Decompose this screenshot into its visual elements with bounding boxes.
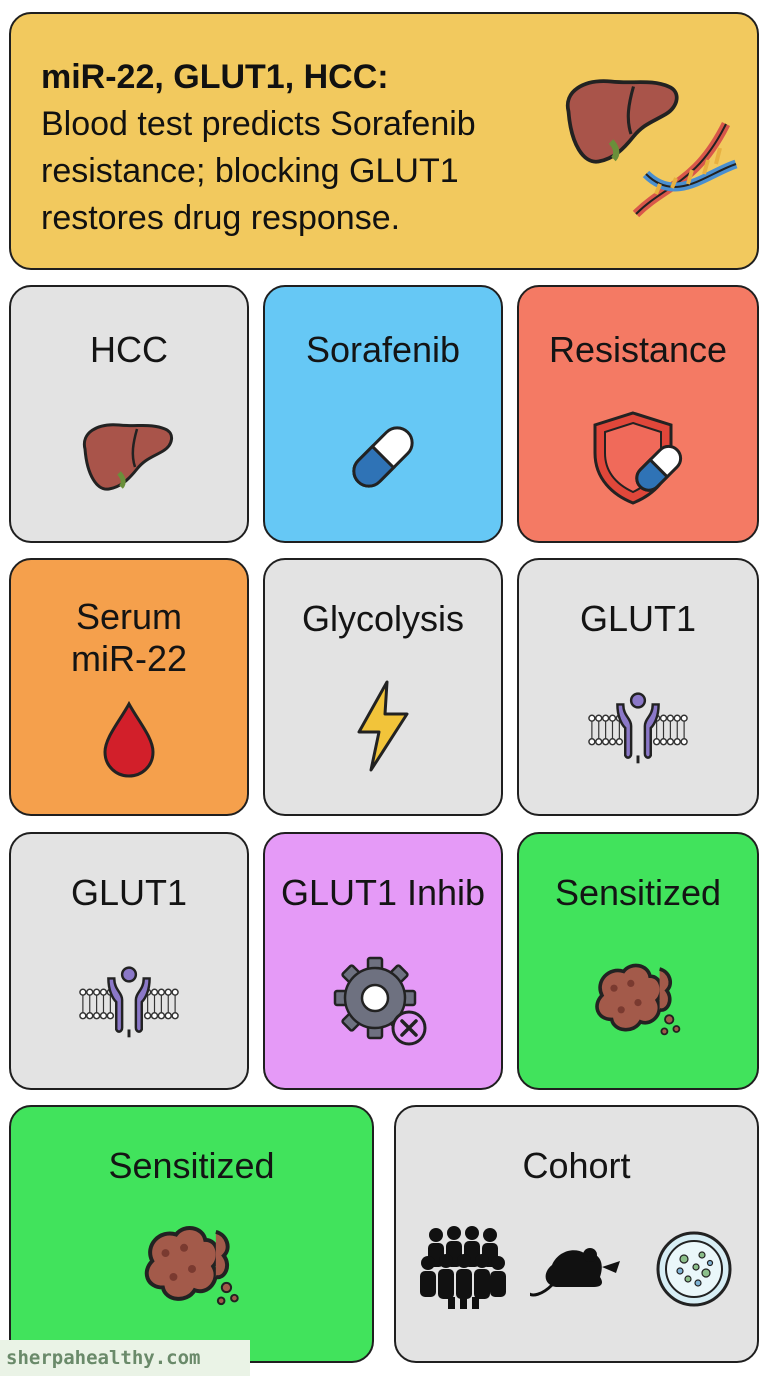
tile-label: GLUT1 Inhib: [280, 872, 486, 913]
blood-drop-icon: [103, 700, 155, 778]
tile-label-line-2: miR-22: [70, 638, 187, 679]
header-line-2: resistance; blocking GLUT1: [41, 152, 459, 190]
header-title: miR-22, GLUT1, HCC:: [41, 58, 389, 96]
crumbling-tumor-icon: [144, 1225, 240, 1307]
gear-block-icon: [333, 956, 427, 1046]
tile-hcc: HCC: [9, 285, 249, 543]
liver-icon: [79, 417, 179, 497]
tile-glut1-b: GLUT1: [9, 832, 249, 1090]
tile-label-line-1: Serum: [75, 596, 183, 637]
people-group-icon: [420, 1226, 506, 1309]
header-line-3: restores drug response.: [41, 199, 401, 237]
tile-resistance: Resistance: [517, 285, 759, 543]
tile-label: GLUT1: [579, 598, 697, 639]
tile-label: Sensitized: [554, 872, 722, 913]
tile-label: HCC: [90, 329, 168, 370]
header-card: miR-22, GLUT1, HCC: Blood test predicts …: [9, 12, 759, 270]
mouse-icon: [530, 1248, 620, 1297]
tile-sensitized-a: Sensitized: [517, 832, 759, 1090]
tile-sensitized-b: Sensitized: [9, 1105, 374, 1363]
liver-dna-icon: [556, 64, 738, 218]
tile-label: Resistance: [548, 329, 728, 370]
tile-label: Cohort: [522, 1145, 631, 1186]
shield-pill-icon: [593, 411, 683, 505]
tile-label: Sensitized: [108, 1145, 275, 1186]
membrane-transporter-icon: [587, 692, 689, 765]
header-text: miR-22, GLUT1, HCC: Blood test predicts …: [41, 54, 561, 242]
tile-label: GLUT1: [70, 872, 188, 913]
watermark: sherpahealthy.com: [0, 1340, 250, 1376]
tile-cohort: Cohort: [394, 1105, 759, 1363]
header-line-1: Blood test predicts Sorafenib: [41, 105, 476, 143]
tile-glycolysis: Glycolysis: [263, 558, 503, 816]
tile-label: Glycolysis: [301, 598, 465, 639]
membrane-transporter-icon: [78, 966, 180, 1039]
tile-glut1-a: GLUT1: [517, 558, 759, 816]
tile-serum-mir22: Serum miR-22: [9, 558, 249, 816]
tile-glut1-inhib: GLUT1 Inhib: [263, 832, 503, 1090]
crumbling-tumor-icon: [595, 963, 682, 1037]
tile-sorafenib: Sorafenib: [263, 285, 503, 543]
lightning-icon: [357, 680, 409, 772]
pill-capsule-icon: [352, 426, 414, 488]
petri-dish-icon: [656, 1231, 732, 1307]
tile-label: Sorafenib: [305, 329, 461, 370]
